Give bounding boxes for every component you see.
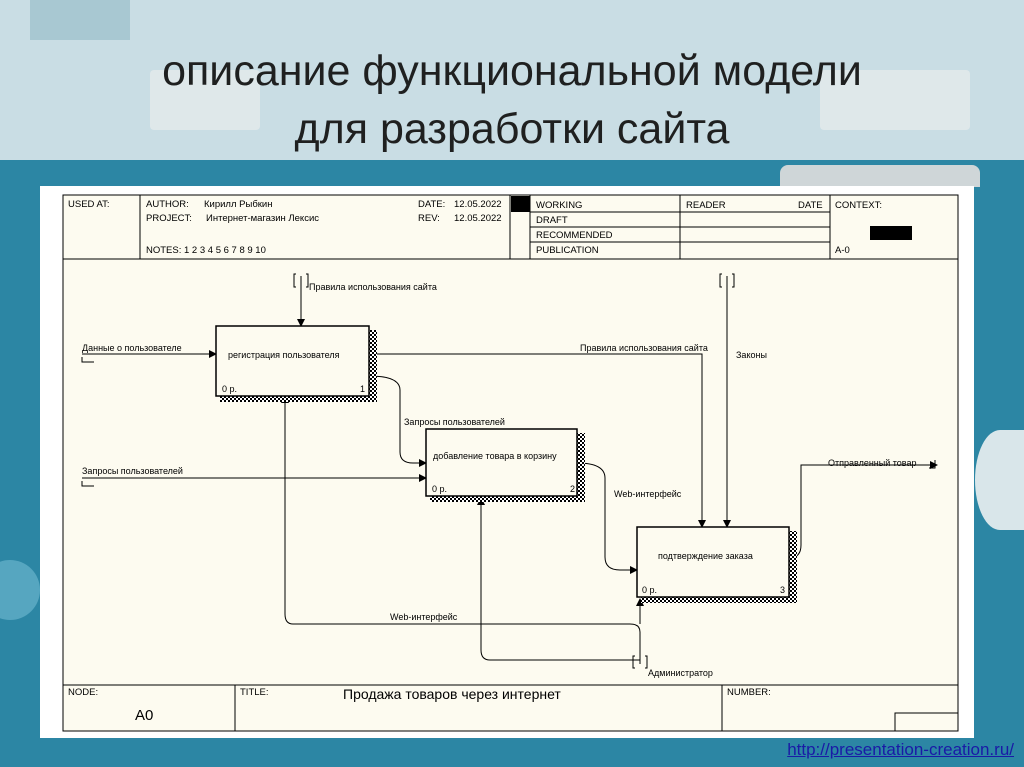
decor-monitor-right [780,165,980,187]
reader-label: READER [686,200,726,211]
activity-box-2-number: 2 [570,484,575,494]
arrow-label-requests-left: Запросы пользователей [82,466,183,476]
arrow-label-laws: Законы [736,350,767,360]
activity-box-3-cost: 0 р. [642,585,657,595]
arrow-label-web-bottom: Web-интерфейс [390,612,458,622]
decor-keyboard-right [820,70,970,130]
status-recommended: RECOMMENDED [536,230,613,241]
activity-box-2-label: добавление товара в корзину [433,451,557,461]
project-name: Интернет-магазин Лексис [206,213,319,224]
notes: NOTES: 1 2 3 4 5 6 7 8 9 10 [146,245,266,256]
node-label: NODE: [68,687,98,698]
node-value: A0 [135,707,153,724]
title-label: TITLE: [240,687,269,698]
source-link[interactable]: http://presentation-creation.ru/ [787,740,1014,759]
decor-keyboard-left [150,70,260,130]
activity-box-3-number: 3 [780,585,785,595]
arrow-label-rules-mid: Правила использования сайта [580,343,708,353]
header-grid [63,195,958,260]
activity-box-1-label: регистрация пользователя [228,350,340,360]
used-at-label: USED AT: [68,199,110,210]
author-name: Кирилл Рыбкин [204,199,272,210]
status-working: WORKING [536,200,582,211]
rev-value: 12.05.2022 [454,213,502,224]
activity-box-3-label: подтверждение заказа [658,551,753,561]
arrow-lines [82,276,938,664]
arrow-label-web-right: Web-интерфейс [614,489,682,499]
arrow-label-user-data: Данные о пользователе [82,343,182,353]
rev-label: REV: [418,213,440,224]
decor-monitor-left [30,0,130,40]
idef0-diagram: USED AT: AUTHOR: Кирилл Рыбкин PROJECT: … [40,186,974,738]
arrow-label-shipped: Отправленный товар [828,458,917,468]
context-marker [870,226,912,240]
activity-box-1: регистрация пользователя 0 р. 1 [215,325,377,402]
date-value: 12.05.2022 [454,199,502,210]
arrow-label-admin: Администратор [648,668,713,678]
tunnel-brackets [81,273,936,669]
decor-circle-right [975,430,1024,530]
slide-title: описание функциональной модели для разра… [0,42,1024,158]
activity-box-1-number: 1 [360,384,365,394]
reader-date-label: DATE [798,200,823,211]
status-publication: PUBLICATION [536,245,599,256]
activity-box-2: добавление товара в корзину 0 р. 2 [425,428,585,502]
arrow-label-rules-top: Правила использования сайта [309,282,437,292]
activity-box-1-cost: 0 р. [222,384,237,394]
idef0-diagram-frame: USED AT: AUTHOR: Кирилл Рыбкин PROJECT: … [40,186,974,738]
slide-title-line1: описание функциональной модели [162,47,862,95]
context-label: CONTEXT: [835,200,882,211]
status-draft: DRAFT [536,215,568,226]
working-marker [511,196,530,212]
date-label: DATE: [418,199,445,210]
slide-title-line2: для разработки сайта [294,105,730,153]
activity-box-2-cost: 0 р. [432,484,447,494]
footer-grid [63,684,959,732]
number-label: NUMBER: [727,687,771,698]
author-label: AUTHOR: [146,199,189,210]
arrow-label-requests-mid: Запросы пользователей [404,417,505,427]
activity-box-3: подтверждение заказа 0 р. 3 [636,526,797,603]
diagram-title: Продажа товаров через интернет [343,686,561,702]
project-label: PROJECT: [146,213,192,224]
context-node: A-0 [835,245,850,256]
